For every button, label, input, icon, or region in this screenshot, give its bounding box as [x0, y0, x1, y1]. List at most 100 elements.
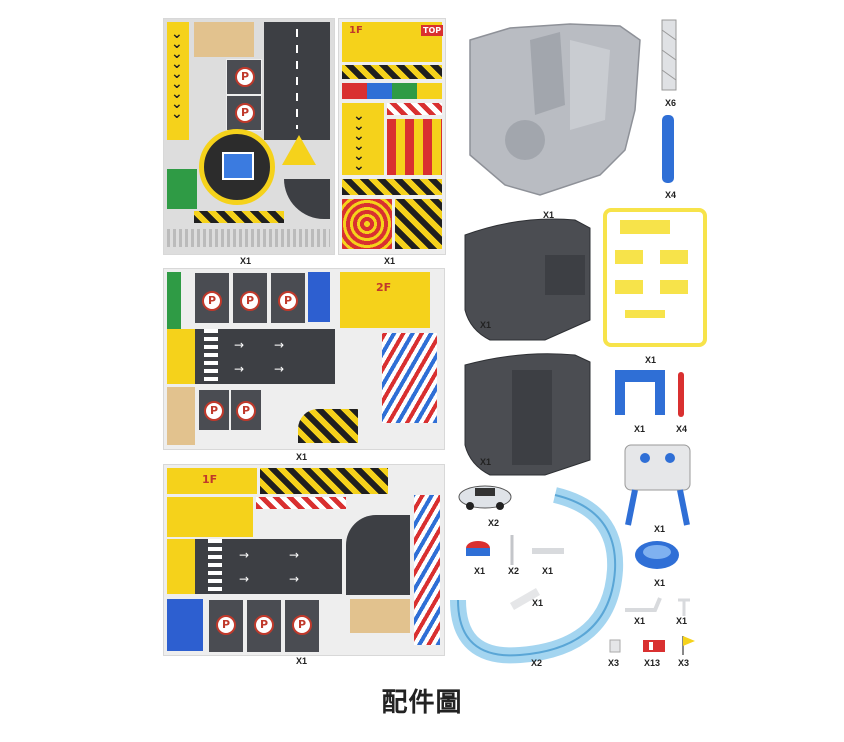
hazard-stripe [342, 179, 442, 195]
toy-car-window [475, 488, 495, 496]
crosswalk [208, 539, 222, 594]
top-floor-label: 1F [349, 25, 363, 36]
quantity-label: X13 [644, 658, 661, 668]
sprue-piece [660, 280, 688, 294]
parking-sign: P [254, 615, 274, 635]
quantity-label: X1 [634, 616, 646, 626]
arrow-right-icon: → [274, 362, 285, 376]
white-spring [609, 639, 621, 653]
chevron-marks: ⌄⌄⌄⌄⌄⌄⌄⌄⌄ [171, 26, 183, 122]
yellow-flag [683, 636, 695, 646]
sprue-piece [660, 250, 688, 264]
red-pin [678, 372, 684, 417]
quantity-label: X1 [240, 256, 252, 266]
hazard-stripe [194, 211, 284, 223]
quantity-label: X1 [532, 598, 544, 608]
long-bar [532, 548, 564, 554]
quantity-label: X1 [480, 457, 492, 467]
hazard-stripe [260, 468, 388, 494]
warning-triangle-icon [282, 135, 316, 165]
page-caption: 配件圖 [381, 688, 463, 718]
floor-plate-1-ramp [545, 255, 585, 295]
top-label: TOP [421, 25, 444, 36]
diagonal-stripes [382, 333, 437, 423]
quantity-label: X1 [654, 524, 666, 534]
grass-patch [167, 169, 197, 209]
quantity-label: X1 [654, 578, 666, 588]
chevron-strip-left [167, 22, 189, 140]
parking-slot [198, 389, 230, 431]
parking-sign: P [204, 401, 224, 421]
red-white-stripe [387, 103, 442, 115]
hazard-stripe [395, 199, 442, 249]
road-section-horizontal [167, 539, 342, 594]
ramp-panel [167, 497, 253, 537]
garage-base-ramp [570, 40, 610, 130]
red-barrier [643, 640, 665, 652]
chevron-strip [167, 329, 195, 384]
quantity-label: X1 [480, 320, 492, 330]
sticker-sheet-3: P P P 2F → → → → P P [163, 268, 445, 450]
arrow-right-icon: → [274, 338, 285, 352]
red-button-base [466, 548, 490, 556]
hazard-stripe [298, 409, 358, 443]
toy-car-wheel [496, 502, 504, 510]
garage-base-inner-wall [530, 32, 565, 115]
toy-car [458, 485, 512, 509]
parking-sign: P [240, 291, 260, 311]
sand-block [194, 22, 254, 57]
sign-grid [387, 119, 442, 175]
quantity-label: X4 [676, 424, 688, 434]
blue-basket-inner [643, 545, 671, 559]
parking-sign: P [235, 103, 255, 123]
quantity-label: X1 [634, 424, 646, 434]
quantity-label: X2 [508, 566, 520, 576]
floor-2-strip [340, 272, 430, 328]
elevator-leg [625, 489, 690, 526]
arrow-right-icon: → [239, 572, 250, 586]
arrow-right-icon: → [289, 572, 300, 586]
white-hook [625, 597, 662, 612]
parking-sign: P [202, 291, 222, 311]
arrow-right-icon: → [239, 548, 250, 562]
hazard-stripe [342, 65, 442, 79]
crosswalk [204, 329, 218, 384]
quantity-label: X3 [678, 658, 690, 668]
chevron-marks: ⌄⌄⌄⌄⌄⌄ [353, 108, 365, 174]
quantity-label: X1 [296, 452, 308, 462]
red-barrier-gap [649, 642, 653, 650]
arrow-right-icon: → [234, 362, 245, 376]
lattice-pillar-pattern [661, 29, 677, 81]
floor-2-label: 2F [376, 281, 392, 294]
quantity-label: X1 [676, 616, 688, 626]
quantity-label: X2 [488, 518, 500, 528]
roundabout-center [222, 152, 254, 180]
quantity-label: X6 [665, 98, 677, 108]
curved-track-outline [457, 494, 617, 657]
diagonal-stripes [414, 495, 440, 645]
parking-sign: P [235, 67, 255, 87]
yellow-sprue-frame [603, 208, 707, 347]
sprue-piece [625, 310, 665, 318]
quantity-label: X1 [542, 566, 554, 576]
floor-1-label: 1F [202, 473, 218, 486]
car-parking-slot [308, 272, 330, 322]
elevator-button [665, 453, 675, 463]
road-section-horizontal [167, 329, 335, 384]
chevron-panel [342, 103, 384, 175]
quantity-label: X1 [543, 210, 555, 220]
small-connector-piece [510, 588, 540, 610]
sticker-sheet-1: ⌄⌄⌄⌄⌄⌄⌄⌄⌄ P P [163, 18, 335, 255]
sticker-sheet-2: 1F TOP ⌄⌄⌄⌄⌄⌄ [338, 18, 446, 255]
elevator-button [640, 453, 650, 463]
chevron-strip [167, 539, 195, 594]
quantity-label: X1 [296, 656, 308, 666]
lane-markings [296, 29, 298, 129]
quantity-label: X1 [645, 355, 657, 365]
white-connector [678, 598, 690, 616]
garage-base-hole [505, 120, 545, 160]
floor-plate-1 [464, 218, 591, 341]
arrow-right-icon: → [289, 548, 300, 562]
blue-tube [662, 115, 674, 183]
sand-block [167, 387, 195, 445]
